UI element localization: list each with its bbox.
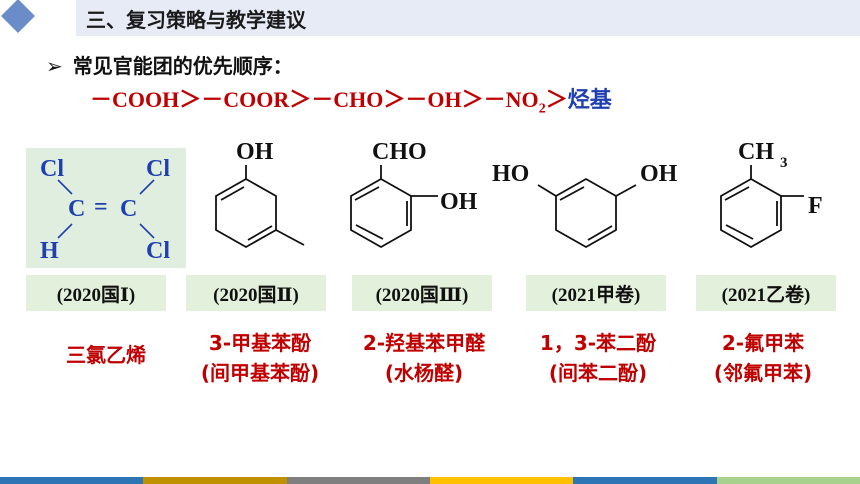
- diamond-icon: [1, 0, 35, 33]
- structure-trichloroethylene: Cl Cl C = C H Cl: [26, 148, 186, 268]
- stripe-segment: [0, 477, 144, 484]
- page-title: 三、复习策略与教学建议: [86, 8, 306, 32]
- atom-label: OH: [640, 161, 678, 187]
- order-item: －COOH: [90, 87, 180, 112]
- bullet-text: 常见官能团的优先顺序：: [72, 54, 293, 78]
- benzene-ring: [537, 177, 637, 249]
- benzene-ring: [350, 165, 438, 249]
- source-tag: (2020国Ⅰ): [26, 275, 166, 311]
- compound-name: 三氯乙烯: [66, 343, 146, 367]
- compound-name: 2-羟基苯甲醛 (水杨醛): [362, 331, 486, 385]
- footer-stripe: [0, 477, 860, 484]
- order-item: －COOR: [201, 87, 290, 112]
- bonds: [57, 179, 155, 239]
- atom-label: OH: [236, 139, 274, 165]
- order-item-hydrocarbyl: 烃基: [567, 87, 612, 112]
- order-item: －OH: [405, 87, 462, 112]
- atom-label: F: [808, 193, 823, 219]
- arrow-bullet-icon: ➢: [46, 54, 63, 78]
- order-gt: ＞: [383, 87, 406, 112]
- stripe-segment: [716, 477, 860, 484]
- order-gt: ＞: [179, 87, 202, 112]
- atom-label: Cl: [146, 238, 170, 264]
- atom-label: Cl: [40, 156, 64, 182]
- benzene-ring: [215, 165, 305, 249]
- source-tag: (2020国Ⅱ): [186, 275, 326, 311]
- order-item: －CHO: [311, 87, 384, 112]
- atom-label: HO: [492, 161, 529, 187]
- atom-subscript: 3: [780, 155, 788, 171]
- order-gt: ＞: [289, 87, 312, 112]
- stripe-segment: [286, 477, 430, 484]
- source-tag: (2020国Ⅲ): [352, 275, 492, 311]
- structure-2-fluorotoluene: CH 3 F: [720, 139, 823, 249]
- order-gt: ＞: [545, 87, 568, 112]
- atom-label: CHO: [372, 139, 427, 165]
- source-tag: (2021甲卷): [526, 275, 666, 311]
- order-gt: ＞: [461, 87, 484, 112]
- atom-label: H: [40, 238, 59, 264]
- atom-label: CH: [738, 139, 774, 165]
- order-subscript: 2: [538, 101, 546, 117]
- benzene-ring: [720, 165, 804, 249]
- source-tag: (2021乙卷): [696, 275, 836, 311]
- atom-label: C: [68, 196, 85, 222]
- compound-name: 1，3-苯二酚 (间苯二酚): [539, 331, 657, 385]
- header-bar: [76, 0, 860, 36]
- bullet-line: ➢ 常见官能团的优先顺序：: [46, 50, 293, 79]
- stripe-segment: [573, 477, 717, 484]
- double-bond: =: [94, 194, 108, 220]
- atom-label: OH: [440, 189, 478, 215]
- order-item: －NO: [483, 87, 539, 112]
- stripe-segment: [143, 477, 287, 484]
- structure-m-cresol: OH: [215, 139, 305, 249]
- compound-name: 3-甲基苯酚 (间甲基苯酚): [200, 331, 320, 385]
- compound-name: 2-氟甲苯 (邻氟甲苯): [713, 331, 813, 385]
- atom-label: C: [120, 196, 137, 222]
- stripe-segment: [429, 477, 574, 484]
- structure-salicylaldehyde: CHO OH: [350, 139, 478, 249]
- priority-order: －COOH＞－COOR＞－CHO＞－OH＞－NO2＞烃基: [90, 82, 612, 117]
- atom-label: Cl: [146, 156, 170, 182]
- structure-resorcinol: HO OH: [492, 161, 678, 249]
